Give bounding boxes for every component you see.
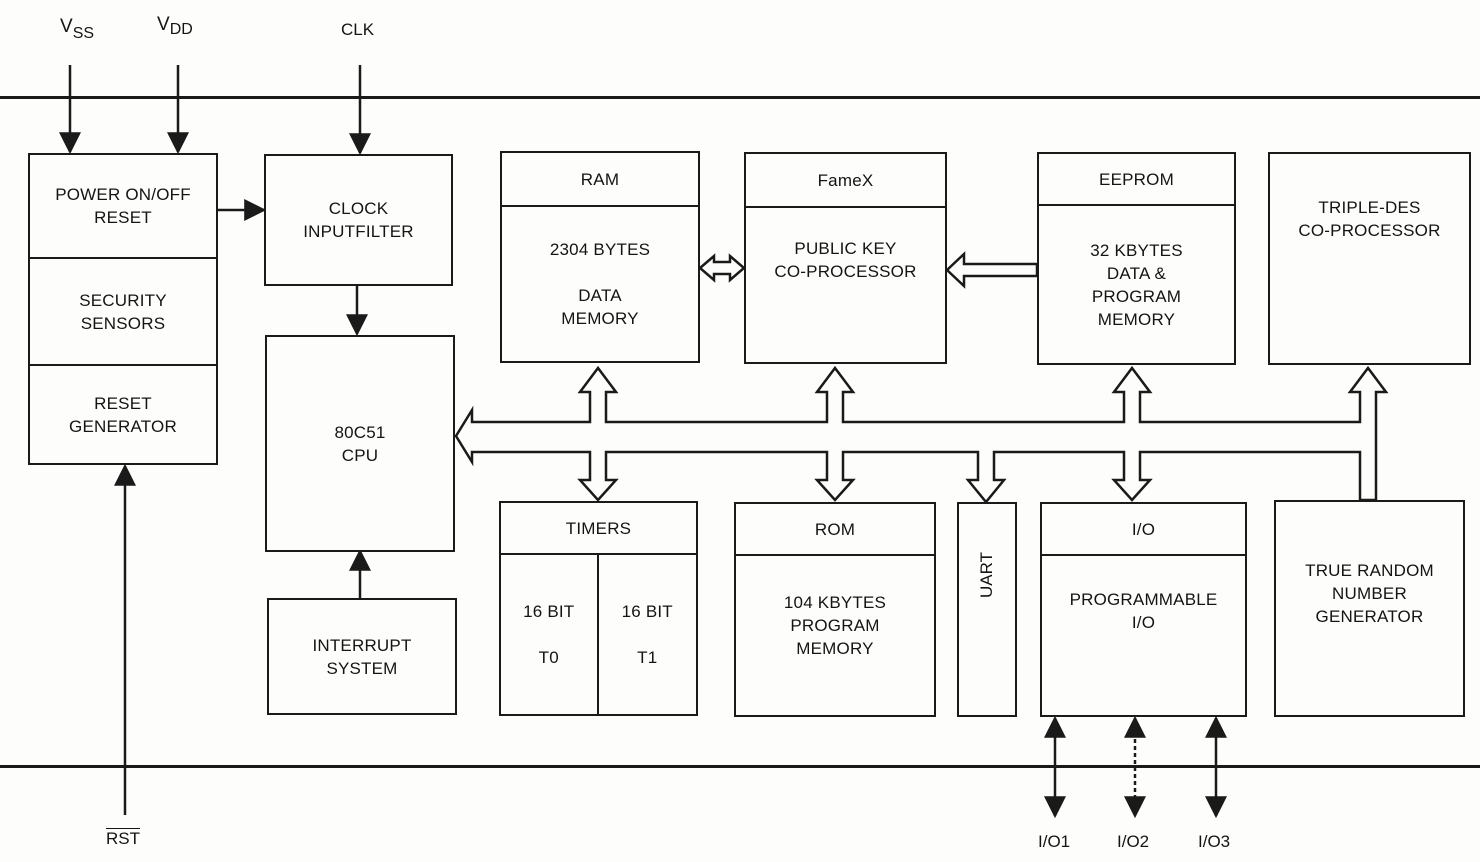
timer-t0-cell: 16 BIT T0 [501,555,599,714]
triple-des-label: TRIPLE-DES CO-PROCESSOR [1298,197,1441,240]
cpu-label: 80C51 CPU [334,422,386,465]
triple-des-block: TRIPLE-DES CO-PROCESSOR [1268,152,1471,365]
ram-header-label: RAM [580,169,620,189]
vss-main: V [60,16,73,37]
rom-body: 104 KBYTES PROGRAM MEMORY [736,556,934,695]
vdd-sub: DD [169,21,193,38]
security-sensors-cell: SECURITY SENSORS [30,259,216,366]
uart-label: UART [976,551,996,598]
internal-bus [454,365,1389,504]
eeprom-header: EEPROM [1039,154,1234,206]
famex-body: PUBLIC KEY CO-PROCESSOR [746,208,945,312]
famex-header-label: FameX [817,170,874,190]
timers-header: TIMERS [501,503,696,555]
cpu-block: 80C51 CPU [265,335,455,552]
uart-cell: UART [959,504,1015,645]
clk-pin-label: CLK [341,20,375,39]
reset-generator-cell: RESET GENERATOR [30,366,216,463]
rom-header: ROM [736,504,934,556]
uart-block: UART [957,502,1017,717]
ram-body-label: 2304 BYTES DATA MEMORY [549,240,651,328]
timer-t0-label: 16 BIT T0 [523,602,575,667]
eeprom-header-label: EEPROM [1099,169,1174,189]
eeprom-body: 32 KBYTES DATA & PROGRAM MEMORY [1039,206,1234,363]
io2-pin-label: I/O2 [1117,832,1150,851]
io-header-label: I/O [1131,519,1156,539]
vss-sub: SS [72,25,95,42]
trng-block: TRUE RANDOM NUMBER GENERATOR [1274,500,1465,717]
ram-body: 2304 BYTES DATA MEMORY [502,207,698,361]
cpu-cell: 80C51 CPU [267,337,453,550]
rom-block: ROM 104 KBYTES PROGRAM MEMORY [734,502,936,717]
interrupt-cell: INTERRUPT SYSTEM [269,600,455,713]
clock-filter-block: CLOCK INPUTFILTER [264,154,453,286]
chip-bottom-boundary [0,765,1480,768]
io-body: PROGRAMMABLE I/O [1042,556,1245,665]
vss-pin-label: VSS [60,16,94,42]
ram-famex-link [698,253,746,283]
rom-body-label: 104 KBYTES PROGRAM MEMORY [783,593,887,658]
clock-filter-cell: CLOCK INPUTFILTER [266,156,451,284]
timers-block: TIMERS 16 BIT T0 16 BIT T1 [499,501,698,716]
rst-pin-label: RST [106,829,140,848]
ram-header: RAM [502,153,698,207]
timers-header-label: TIMERS [565,518,632,538]
io3-pin-label: I/O3 [1198,832,1231,851]
interrupt-block: INTERRUPT SYSTEM [267,598,457,715]
trng-label: TRUE RANDOM NUMBER GENERATOR [1305,561,1434,626]
trng-cell: TRUE RANDOM NUMBER GENERATOR [1276,502,1463,685]
interrupt-label: INTERRUPT SYSTEM [312,635,412,678]
chip-top-boundary [0,96,1480,99]
timer-t1-label: 16 BIT T1 [621,602,673,667]
rom-header-label: ROM [814,519,856,539]
ram-block: RAM 2304 BYTES DATA MEMORY [500,151,700,363]
security-sensors-label: SECURITY SENSORS [79,290,167,333]
eeprom-body-label: 32 KBYTES DATA & PROGRAM MEMORY [1090,240,1183,329]
eeprom-block: EEPROM 32 KBYTES DATA & PROGRAM MEMORY [1037,152,1236,365]
famex-body-label: PUBLIC KEY CO-PROCESSOR [774,239,917,281]
eeprom-famex-link [945,251,1039,289]
io1-pin-label: I/O1 [1038,832,1071,851]
triple-des-cell: TRIPLE-DES CO-PROCESSOR [1270,154,1469,283]
io-body-label: PROGRAMMABLE I/O [1069,589,1218,632]
reset-generator-label: RESET GENERATOR [69,393,177,436]
power-reset-cell: POWER ON/OFF RESET [30,155,216,259]
io-header: I/O [1042,504,1245,556]
power-reset-label: POWER ON/OFF RESET [55,185,191,227]
power-security-reset-block: POWER ON/OFF RESET SECURITY SENSORS RESE… [28,153,218,465]
timer-t1-cell: 16 BIT T1 [599,555,697,714]
io-block: I/O PROGRAMMABLE I/O [1040,502,1247,717]
clock-filter-label: CLOCK INPUTFILTER [303,199,414,241]
famex-block: FameX PUBLIC KEY CO-PROCESSOR [744,152,947,364]
vdd-pin-label: VDD [157,14,193,38]
famex-header: FameX [746,154,945,208]
vdd-main: V [157,14,170,35]
